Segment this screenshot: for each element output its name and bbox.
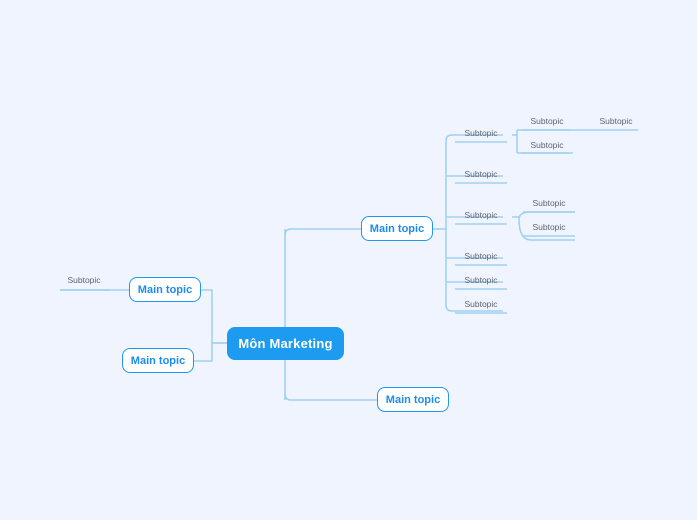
main-topic-left-lower[interactable]: Main topic [122,348,194,373]
subtopic-label: Subtopic [530,116,564,126]
subtopic-label: Subtopic [464,210,498,220]
root-node[interactable]: Môn Marketing [227,327,344,360]
main-topic-label: Main topic [385,393,441,406]
subtopic-right-6[interactable]: Subtopic [459,299,503,313]
subtopic-label: Subtopic [464,299,498,309]
subtopic-right-2[interactable]: Subtopic [459,169,503,183]
subtopic-right-1-a[interactable]: Subtopic [525,116,569,130]
main-topic-left-upper[interactable]: Main topic [129,277,201,302]
subtopic-right-3[interactable]: Subtopic [459,210,503,224]
edge-root-to-left-lower [194,342,227,362]
subtopic-left-1[interactable]: Subtopic [62,275,106,289]
edge-spine-to-right-top [284,228,361,236]
subtopic-right-3-b[interactable]: Subtopic [527,222,571,236]
subtopic-label: Subtopic [464,128,498,138]
main-topic-label: Main topic [369,222,425,235]
subtopic-right-4[interactable]: Subtopic [459,251,503,265]
edge-spine-to-right-bottom [284,393,377,401]
main-topic-label: Main topic [137,283,193,296]
subtopic-label: Subtopic [464,169,498,179]
subtopic-right-1[interactable]: Subtopic [459,128,503,142]
edge-root-to-left-upper [201,289,227,344]
subtopic-label: Subtopic [464,275,498,285]
subtopic-right-1-b[interactable]: Subtopic [525,140,569,154]
subtopic-label: Subtopic [530,140,564,150]
subtopic-right-1-a1[interactable]: Subtopic [594,116,638,130]
main-topic-label: Main topic [130,354,186,367]
subtopic-label: Subtopic [67,275,101,285]
main-topic-right-top[interactable]: Main topic [361,216,433,241]
subtopic-label: Subtopic [599,116,633,126]
subtopic-label: Subtopic [532,222,566,232]
subtopic-label: Subtopic [464,251,498,261]
subtopic-right-3-a[interactable]: Subtopic [527,198,571,212]
main-topic-right-bottom[interactable]: Main topic [377,387,449,412]
root-node-label: Môn Marketing [238,336,333,351]
subtopic-right-5[interactable]: Subtopic [459,275,503,289]
subtopic-label: Subtopic [532,198,566,208]
